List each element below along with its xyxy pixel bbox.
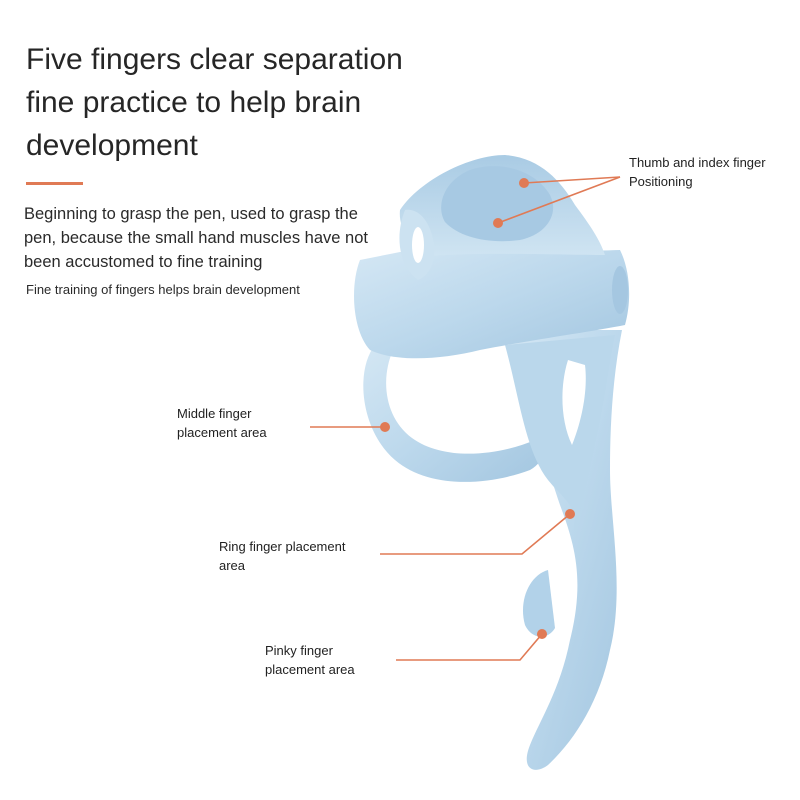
middle-finger-callout: Middle finger placement area: [177, 404, 267, 442]
ring-dot: [565, 509, 575, 519]
ring-arm: [505, 335, 615, 530]
description-line: Beginning to grasp the pen, used to gras…: [24, 205, 358, 223]
callout-text: area: [219, 558, 246, 573]
description-line: been accustomed to fine training: [24, 253, 263, 271]
headline: Five fingers clear separation fine pract…: [26, 38, 406, 167]
headline-line: Five fingers clear separation: [26, 43, 403, 76]
thumb-leader: [523, 176, 621, 184]
thumb-index-callout: Thumb and index finger Positioning: [629, 153, 766, 191]
thumb-dot: [519, 178, 529, 188]
callout-lines: [310, 176, 621, 661]
middle-finger-loop: [363, 345, 544, 482]
pinky-bump: [522, 570, 555, 637]
arm-window: [562, 360, 586, 445]
callout-text: placement area: [265, 662, 355, 677]
callout-text: Ring finger placement: [219, 539, 346, 554]
clamp-hole: [612, 266, 628, 314]
pinky-finger-callout: Pinky finger placement area: [265, 641, 355, 679]
ring-finger-callout: Ring finger placement area: [219, 537, 345, 575]
callout-dots: [380, 178, 575, 639]
pinky-leader: [396, 633, 543, 661]
callout-text: Thumb and index finger: [629, 155, 766, 170]
description-small: Fine training of fingers helps brain dev…: [26, 282, 300, 297]
middle-dot: [380, 422, 390, 432]
pinky-dot: [537, 629, 547, 639]
index-dot: [493, 218, 503, 228]
headline-line: fine practice to help brain: [26, 86, 362, 119]
description-line: pen, because the small hand muscles have…: [24, 229, 368, 247]
headline-line: development: [26, 129, 198, 162]
callout-text: Middle finger: [177, 406, 252, 421]
callout-text: Pinky finger: [265, 643, 333, 658]
index-leader: [497, 176, 621, 224]
ring-leader: [380, 513, 571, 555]
side-slot-hole: [412, 227, 424, 263]
accent-divider: [26, 182, 83, 185]
callout-text: Positioning: [629, 174, 693, 189]
callout-text: placement area: [177, 425, 267, 440]
description: Beginning to grasp the pen, used to gras…: [24, 202, 384, 274]
